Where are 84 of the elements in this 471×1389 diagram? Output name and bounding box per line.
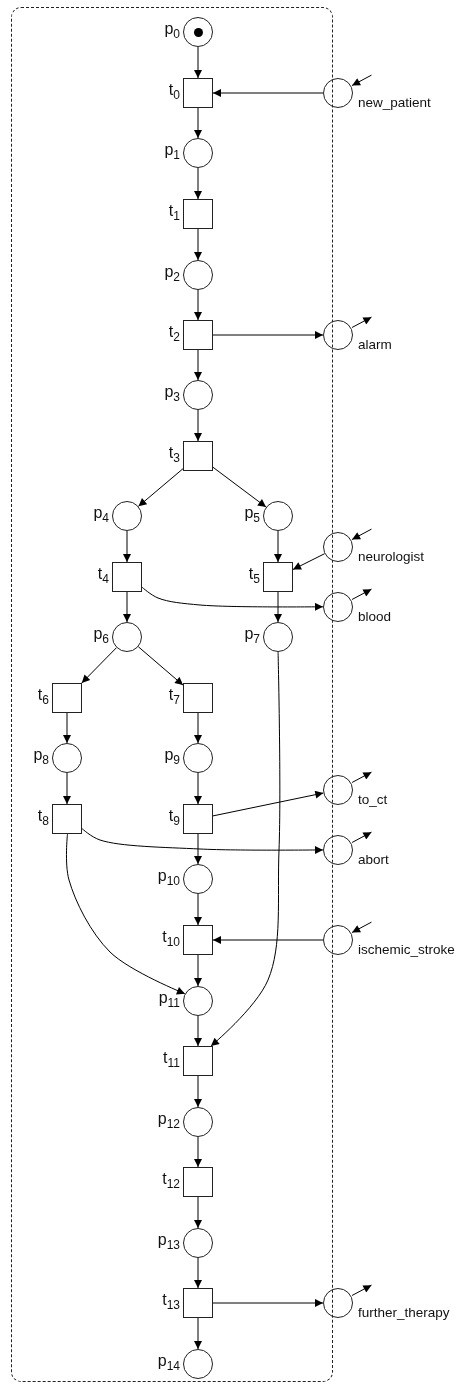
transition-label: t$_{7}$	[168, 685, 180, 710]
arc-arrow	[194, 1317, 202, 1350]
interface-label: abort	[358, 852, 389, 868]
arc-arrow	[81, 828, 324, 854]
arc-arrow	[194, 893, 202, 926]
place-label: p$_{2}$	[164, 262, 180, 287]
arc-arrow	[123, 530, 131, 563]
transition-label: t$_{8}$	[37, 806, 49, 831]
transition-label: t$_{4}$	[97, 564, 109, 589]
place-label: p$_{0}$	[164, 19, 180, 44]
place-label: p$_{3}$	[164, 382, 180, 407]
transition-label: t$_{0}$	[168, 80, 180, 105]
arc-arrow	[194, 1257, 202, 1289]
arc-arrow	[194, 712, 202, 744]
interface-label: new_patient	[358, 95, 431, 111]
arc-arrow	[63, 772, 71, 805]
arc-arrow	[194, 833, 202, 865]
place-label: p$_{13}$	[157, 1230, 180, 1255]
arc-arrow	[274, 530, 282, 563]
transition-label: t$_{2}$	[168, 322, 180, 347]
interface-arrow	[351, 588, 372, 600]
interface-label: blood	[358, 609, 392, 625]
arc-arrow	[210, 651, 281, 1047]
transition-label: t$_{1}$	[168, 201, 180, 226]
interface-label: alarm	[358, 337, 392, 353]
arc-arrow	[194, 1136, 202, 1168]
interface-arrow	[351, 921, 372, 933]
arc-arrow	[212, 1299, 324, 1307]
arc-arrow	[137, 646, 184, 686]
interface-arrow	[351, 316, 372, 328]
interface-label: to_ct	[358, 792, 388, 808]
transition-label: t$_{11}$	[163, 1048, 180, 1073]
interface-arrow	[351, 831, 372, 843]
interface-label: further_therapy	[358, 1305, 450, 1321]
place-label: p$_{12}$	[157, 1109, 180, 1134]
arc-arrow	[212, 790, 324, 817]
place-label: p$_{4}$	[93, 503, 109, 528]
arc-arrow	[81, 647, 117, 684]
arc-arrow	[141, 586, 324, 611]
arc-arrow	[292, 553, 326, 570]
arc-arrow	[194, 772, 202, 805]
arc-arrow	[212, 331, 324, 339]
arc-arrow	[63, 712, 71, 744]
place-label: p$_{7}$	[244, 624, 260, 649]
transition-label: t$_{13}$	[162, 1290, 180, 1315]
transition-label: t$_{5}$	[248, 564, 260, 589]
place-label: p$_{1}$	[164, 140, 180, 165]
arc-arrow	[212, 936, 324, 944]
transition-label: t$_{10}$	[162, 927, 180, 952]
transition-label: t$_{12}$	[162, 1169, 180, 1194]
arc-arrow	[194, 954, 202, 987]
transition-label: t$_{9}$	[168, 806, 180, 831]
arc-arrow	[194, 1015, 202, 1047]
arc-arrow	[194, 107, 202, 139]
interface-arrow	[351, 74, 372, 86]
arc-arrow	[194, 228, 202, 261]
arc-arrow	[137, 468, 184, 507]
transition-label: t$_{3}$	[168, 443, 180, 468]
arc-arrow	[194, 46, 202, 79]
place-label: p$_{11}$	[158, 988, 180, 1013]
arc-arrow	[194, 1075, 202, 1108]
arc-arrow	[212, 89, 324, 97]
arc-arrow	[194, 289, 202, 321]
net-boundary	[11, 7, 333, 1382]
transition-label: t$_{6}$	[37, 685, 49, 710]
arc-arrow	[212, 466, 267, 508]
place-label: p$_{6}$	[93, 624, 109, 649]
arc-arrow	[274, 591, 282, 623]
arc-arrow	[194, 1196, 202, 1229]
arc-arrow	[65, 833, 186, 995]
place-label: p$_{9}$	[164, 745, 180, 770]
arc-arrow	[194, 167, 202, 200]
place-label: p$_{8}$	[33, 745, 49, 770]
place-label: p$_{10}$	[157, 866, 180, 891]
arc-arrow	[194, 409, 202, 442]
interface-label: ischemic_stroke	[358, 942, 455, 958]
place-label: p$_{14}$	[157, 1351, 180, 1376]
interface-label: neurologist	[358, 549, 425, 565]
arc-arrow	[194, 349, 202, 381]
interface-arrow	[351, 1284, 372, 1296]
place-label: p$_{5}$	[244, 503, 260, 528]
interface-arrow	[351, 771, 372, 783]
arc-arrow	[123, 591, 131, 623]
interface-arrow	[351, 528, 372, 540]
